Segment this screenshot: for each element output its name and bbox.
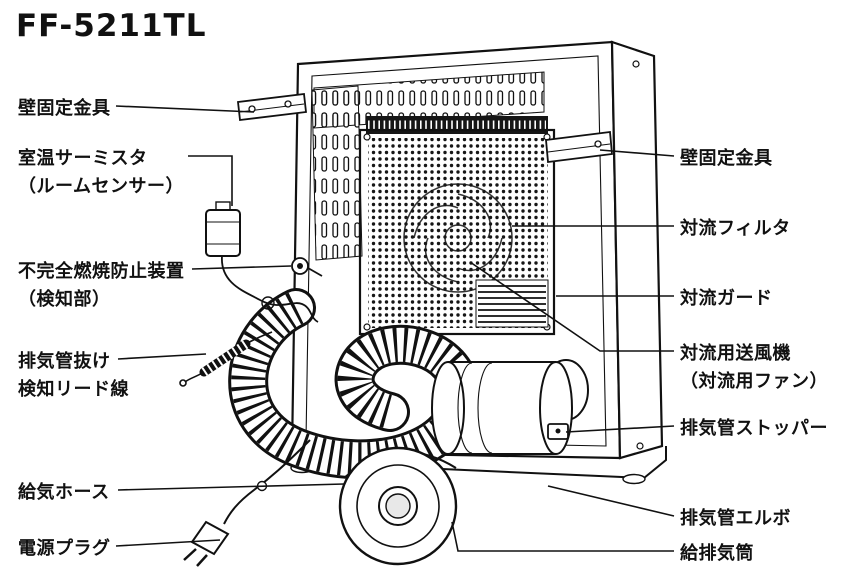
lead-wire-spring <box>179 331 273 387</box>
room-thermistor-part <box>205 201 319 323</box>
label-convection-filter: 対流フィルタ <box>680 218 791 239</box>
leader-intake-exhaust-pipe <box>451 521 674 552</box>
combustion-detector-part <box>291 257 323 277</box>
wall-bracket-right-part <box>545 130 613 164</box>
leader-air-supply-hose <box>117 483 345 491</box>
filter-mount-strip <box>366 116 548 134</box>
label-room-thermistor: 室温サーミスタ （ルームセンサー） <box>18 148 184 197</box>
label-convection-fan: 対流用送風機 （対流用ファン） <box>680 343 828 392</box>
power-plug-part <box>183 520 230 567</box>
leader-power-plug <box>115 539 221 547</box>
label-wall-bracket-right: 壁固定金具 <box>680 148 773 169</box>
leader-convection-fan <box>469 261 674 352</box>
label-exhaust-pipe-stopper: 排気管ストッパー <box>680 418 828 439</box>
label-convection-guard: 対流ガード <box>680 288 773 309</box>
label-power-plug: 電源プラグ <box>18 538 111 559</box>
leader-incomplete-combustion <box>191 265 292 270</box>
intake-exhaust-pipe-part <box>338 446 458 566</box>
label-wall-bracket-left: 壁固定金具 <box>18 98 111 119</box>
label-exhaust-detect-lead: 排気管抜け 検知リード線 <box>18 351 129 400</box>
wall-bracket-left-part <box>237 92 307 122</box>
leader-wall-bracket-right <box>599 149 675 157</box>
leader-exhaust-pipe-stopper <box>565 425 675 433</box>
convection-guard-louvres <box>475 279 549 328</box>
leader-exhaust-pipe-elbow <box>547 485 675 517</box>
vent-slots-left <box>311 85 363 261</box>
leader-room-thermistor <box>188 155 233 206</box>
model-title: FF-5211TL <box>16 8 207 44</box>
label-intake-exhaust-pipe: 給排気筒 <box>680 543 754 564</box>
label-air-supply-hose: 給気ホース <box>18 482 110 503</box>
label-exhaust-pipe-elbow: 排気管エルボ <box>680 508 791 529</box>
leader-exhaust-detect-lead <box>117 353 207 360</box>
leader-wall-bracket-left <box>115 105 255 113</box>
label-incomplete-combustion: 不完全燃焼防止装置 （検知部） <box>18 261 185 310</box>
exhaust-pipe-stopper-part <box>547 423 569 440</box>
leader-lines <box>115 105 675 552</box>
